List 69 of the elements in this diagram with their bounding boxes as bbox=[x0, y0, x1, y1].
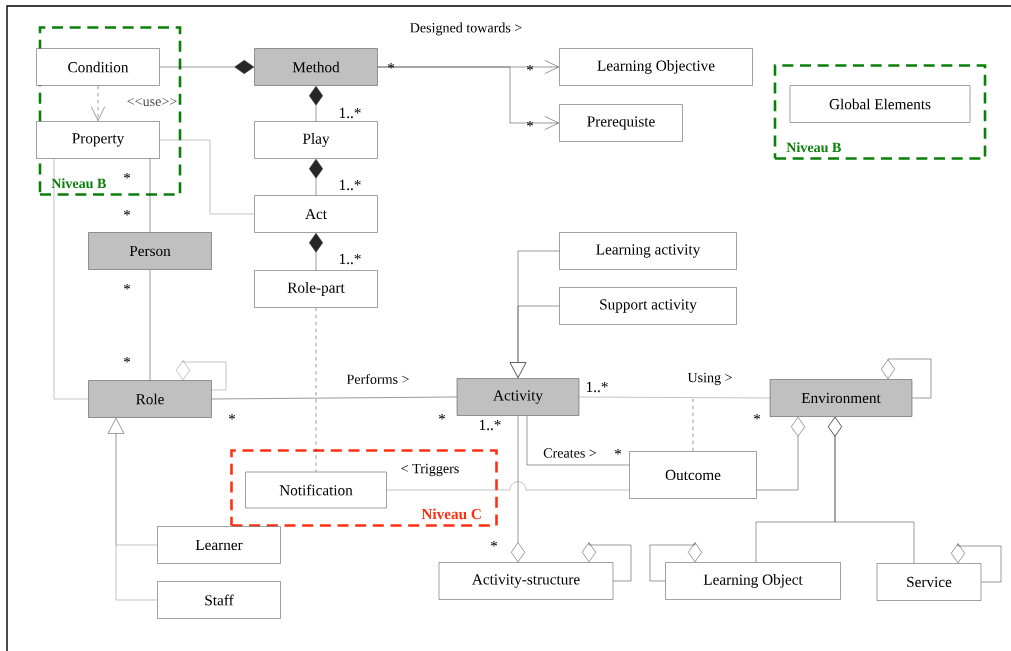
class-box: Person bbox=[88, 232, 212, 270]
edge-label: Creates > bbox=[543, 448, 597, 458]
multiplicity-label: 1..* bbox=[339, 107, 361, 119]
class-box: Condition bbox=[36, 48, 160, 86]
association-line bbox=[159, 139, 255, 215]
multiplicity-label: * bbox=[614, 449, 622, 455]
class-box: Notification bbox=[245, 471, 387, 509]
association-line bbox=[649, 542, 702, 582]
class-box: Method bbox=[254, 48, 378, 86]
multiplicity-label: * bbox=[490, 541, 498, 547]
class-box: Role bbox=[88, 380, 212, 418]
class-box: Learning Object bbox=[665, 562, 841, 600]
multiplicity-label: * bbox=[123, 284, 131, 290]
edge-label: Using > bbox=[687, 372, 732, 386]
association-line bbox=[579, 396, 770, 399]
association-line bbox=[511, 415, 525, 563]
association-line bbox=[386, 481, 630, 491]
association-line bbox=[526, 415, 630, 466]
arrow bbox=[107, 418, 158, 601]
edge-label: Designed towards > bbox=[410, 22, 522, 36]
multiplicity-label: * bbox=[526, 65, 534, 71]
multiplicity-label: * bbox=[123, 210, 131, 216]
multiplicity-label: * bbox=[123, 357, 131, 363]
edge-label: < Triggers bbox=[401, 463, 459, 477]
class-box: Act bbox=[254, 195, 378, 233]
association-line bbox=[309, 158, 323, 196]
class-box: Staff bbox=[157, 581, 281, 619]
class-box: Environment bbox=[769, 379, 913, 417]
multiplicity-label: 1..* bbox=[339, 179, 361, 191]
edge-label: Performs > bbox=[346, 373, 409, 384]
multiplicity-label: * bbox=[753, 414, 761, 420]
multiplicity-label: * bbox=[228, 414, 236, 420]
multiplicity-label: 1..* bbox=[586, 381, 608, 393]
association-line bbox=[149, 158, 151, 233]
association-line bbox=[756, 416, 805, 491]
arrow bbox=[509, 305, 560, 378]
class-box: Outcome bbox=[629, 451, 757, 499]
association-line bbox=[881, 358, 932, 399]
class-box: Activity bbox=[456, 378, 580, 416]
arrow bbox=[91, 85, 105, 121]
multiplicity-label: * bbox=[387, 63, 395, 69]
association-line bbox=[149, 269, 151, 381]
multiplicity-label: * bbox=[123, 173, 131, 179]
class-box: Role-part bbox=[254, 270, 378, 308]
association-line bbox=[951, 543, 1002, 583]
edge-label: <<use>> bbox=[127, 97, 177, 107]
class-box: Play bbox=[254, 121, 378, 159]
class-box: Learning activity bbox=[559, 232, 737, 270]
association-line bbox=[309, 85, 323, 122]
class-box: Activity-structure bbox=[438, 562, 614, 600]
association-line bbox=[582, 542, 632, 582]
class-box: Learning Objective bbox=[559, 48, 753, 86]
class-box: Learner bbox=[157, 526, 281, 564]
association-line bbox=[315, 307, 317, 472]
class-box: Global Elements bbox=[789, 85, 971, 123]
association-line bbox=[53, 158, 89, 400]
class-box: Service bbox=[876, 563, 982, 601]
association-line bbox=[828, 416, 915, 564]
association-line bbox=[176, 360, 227, 391]
arrow bbox=[377, 66, 559, 130]
class-box: Prerequiste bbox=[559, 104, 683, 142]
association-line bbox=[211, 396, 457, 400]
multiplicity-label: * bbox=[526, 121, 534, 127]
class-box: Support activity bbox=[559, 287, 737, 325]
multiplicity-label: * bbox=[438, 414, 446, 420]
multiplicity-label: 1..* bbox=[339, 253, 361, 265]
association-line bbox=[159, 60, 255, 74]
association-line bbox=[309, 232, 323, 271]
class-box: Property bbox=[36, 121, 160, 159]
